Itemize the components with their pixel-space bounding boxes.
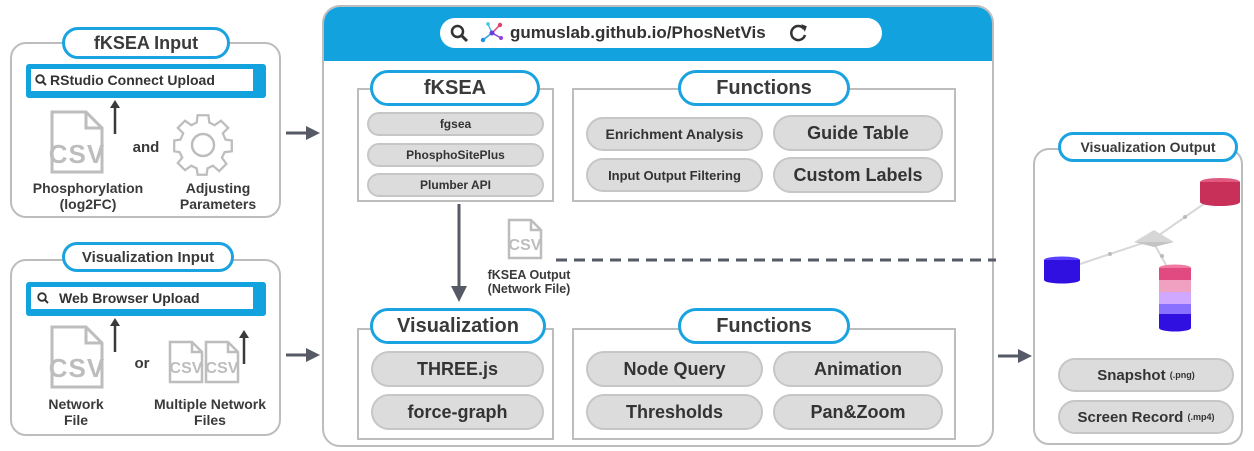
- search-icon: [35, 74, 47, 86]
- function-pan-zoom: Pan&Zoom: [773, 394, 943, 430]
- arrow-right-icon: [998, 349, 1032, 363]
- visualization-item-threejs: THREE.js: [371, 351, 544, 387]
- upload-arrow-icon: [239, 330, 249, 364]
- network-graph-preview: [1044, 178, 1240, 332]
- fksea-connector: and: [132, 139, 160, 156]
- function-thresholds: Thresholds: [586, 394, 763, 430]
- function-node-query: Node Query: [586, 351, 763, 387]
- fksea-item-phosphositeplus: PhosphoSitePlus: [367, 143, 544, 167]
- screen-record-label: Screen Record: [1077, 408, 1184, 426]
- dashed-connector: [556, 258, 996, 262]
- network-logo-icon: [480, 22, 503, 43]
- snapshot-button[interactable]: Snapshot (.png): [1058, 358, 1234, 392]
- csv-file-icon: [168, 340, 204, 384]
- fksea-item-plumber-api: Plumber API: [367, 173, 544, 197]
- fksea-title: fKSEA: [370, 70, 540, 106]
- function-guide-table: Guide Table: [773, 115, 943, 151]
- function-animation: Animation: [773, 351, 943, 387]
- vis-label-right: Multiple Network Files: [153, 396, 266, 429]
- fksea-upload-label: RStudio Connect Upload: [50, 72, 215, 88]
- vis-upload-field[interactable]: Web Browser Upload: [31, 287, 253, 309]
- arrow-right-icon: [286, 126, 320, 140]
- csv-file-icon: [50, 325, 104, 389]
- snapshot-label: Snapshot: [1097, 366, 1166, 384]
- functions-bottom-title: Functions: [678, 308, 850, 344]
- fksea-upload-field[interactable]: RStudio Connect Upload: [31, 69, 253, 91]
- csv-file-text: CSV: [48, 353, 106, 383]
- snapshot-ext: (.png): [1169, 370, 1195, 380]
- function-input-output-filtering: Input Output Filtering: [586, 158, 763, 192]
- arrow-down-icon: [451, 204, 467, 302]
- functions-top-title: Functions: [678, 70, 850, 106]
- search-icon: [37, 292, 49, 304]
- csv-file-icon: [204, 340, 240, 384]
- vis-label-left: Network File: [48, 396, 104, 429]
- visualization-item-force-graph: force-graph: [371, 394, 544, 430]
- search-icon: [450, 24, 469, 43]
- fksea-output-label: fKSEA Output (Network File): [487, 268, 571, 297]
- csv-file-text: CSV: [508, 237, 542, 254]
- fksea-input-title: fKSEA Input: [62, 27, 230, 59]
- function-enrichment-analysis: Enrichment Analysis: [586, 117, 763, 151]
- upload-arrow-icon: [110, 318, 120, 352]
- vis-upload-label: Web Browser Upload: [59, 290, 200, 306]
- address-url: gumuslab.github.io/PhosNetVis: [510, 23, 766, 42]
- fksea-label-left: Phosphorylation (log2FC): [32, 180, 144, 213]
- refresh-icon[interactable]: [788, 23, 808, 43]
- visualization-title: Visualization: [370, 308, 546, 344]
- fksea-item-fgsea: fgsea: [367, 112, 544, 136]
- function-custom-labels: Custom Labels: [773, 157, 943, 193]
- screen-record-button[interactable]: Screen Record (.mp4): [1058, 400, 1234, 434]
- fksea-label-right: Adjusting Parameters: [179, 180, 257, 213]
- vis-output-title: Visualization Output: [1058, 132, 1238, 162]
- csv-file-icon: [50, 110, 104, 174]
- arrow-right-icon: [286, 348, 320, 362]
- csv-file-text: CSV: [48, 139, 106, 169]
- csv-file-text: CSV: [169, 360, 203, 377]
- gear-icon: [173, 114, 233, 176]
- screen-record-ext: (.mp4): [1187, 412, 1215, 422]
- upload-arrow-icon: [110, 100, 120, 134]
- vis-connector: or: [134, 355, 150, 372]
- vis-input-title: Visualization Input: [62, 242, 234, 272]
- csv-file-icon: [507, 218, 543, 260]
- address-bar[interactable]: gumuslab.github.io/PhosNetVis: [440, 18, 882, 48]
- csv-file-text: CSV: [205, 360, 239, 377]
